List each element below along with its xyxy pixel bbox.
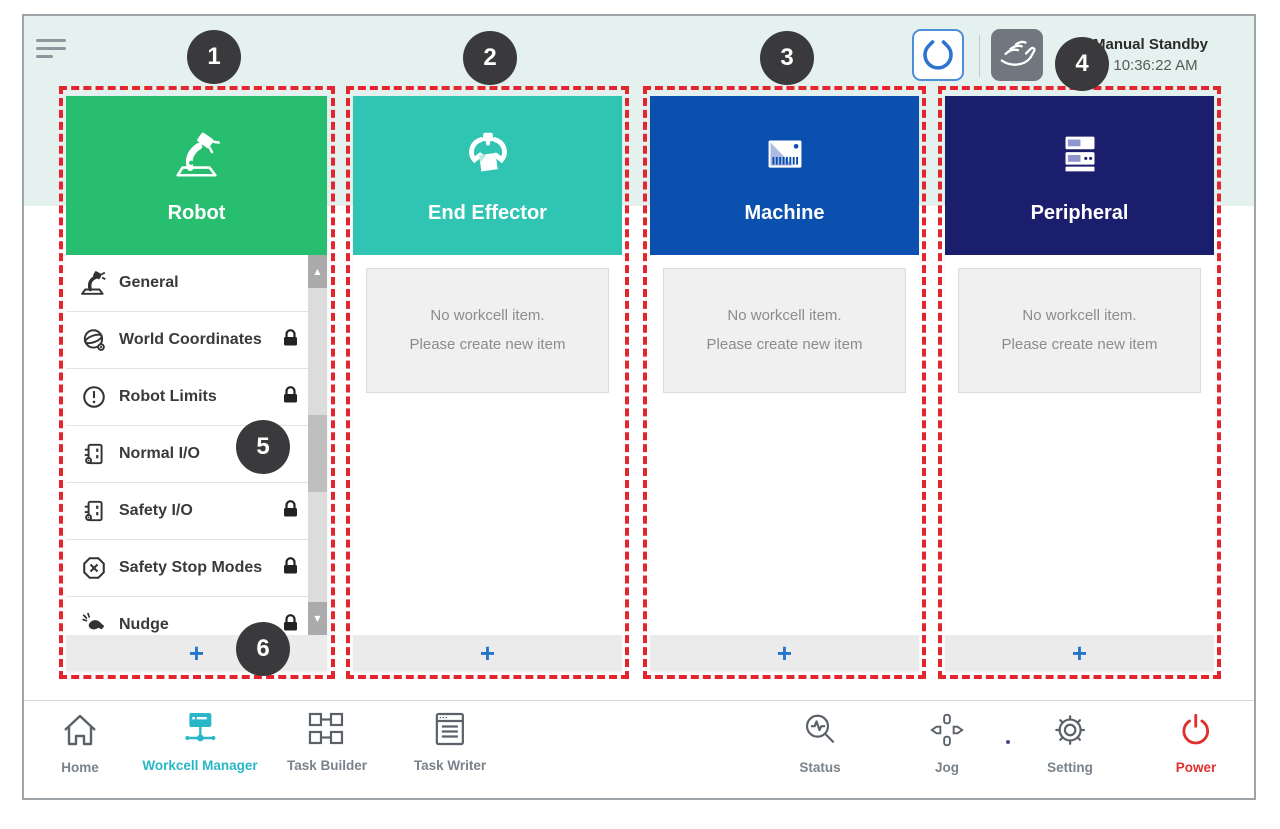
lock-icon <box>282 499 299 523</box>
gear-icon <box>1051 711 1089 754</box>
gripper-clamp-icon <box>918 33 958 78</box>
status-pulse-icon <box>801 711 839 754</box>
robot-column: Robot General <box>66 96 327 671</box>
scroll-up-button[interactable]: ▲ <box>308 255 327 288</box>
server-stack-icon <box>1051 126 1109 190</box>
lock-icon <box>282 328 299 352</box>
empty-state-box: No workcell item. Please create new item <box>958 268 1201 393</box>
list-item-label: General <box>119 274 179 291</box>
nav-setting[interactable]: Setting <box>1047 711 1093 775</box>
peripheral-column-header[interactable]: Peripheral <box>945 96 1214 255</box>
machine-column-header[interactable]: Machine <box>650 96 919 255</box>
end-effector-column-title: End Effector <box>428 202 547 224</box>
nav-small-dot <box>1006 740 1010 744</box>
nav-workcell-manager[interactable]: Workcell Manager <box>142 711 258 773</box>
scrollbar-thumb[interactable] <box>308 415 327 492</box>
list-item-label: Safety Stop Modes <box>119 559 263 576</box>
task-writer-icon <box>432 711 468 752</box>
annotation-circle-3: 3 <box>760 31 814 85</box>
stop-octagon-icon <box>78 555 110 581</box>
scrollbar: ▲ ▼ <box>308 255 327 635</box>
nav-label: Status <box>799 760 841 775</box>
nav-task-writer[interactable]: Task Writer <box>414 711 486 773</box>
lock-icon <box>282 556 299 580</box>
globe-icon <box>78 327 110 353</box>
list-item-nudge[interactable]: Nudge <box>66 597 308 635</box>
io-port-icon <box>78 498 110 524</box>
nav-status[interactable]: Status <box>799 711 841 775</box>
peripheral-add-item-button[interactable]: + <box>945 635 1214 671</box>
list-item-label: Normal I/O <box>119 445 200 462</box>
nudge-hand-icon <box>78 612 110 635</box>
annotation-circle-1: 1 <box>187 30 241 84</box>
gripper-box-icon <box>459 126 517 190</box>
io-port-icon <box>78 441 110 467</box>
empty-state-box: No workcell item. Please create new item <box>366 268 609 393</box>
hand-icon <box>996 34 1038 77</box>
workcell-manager-icon <box>178 711 222 752</box>
robot-mode-button[interactable] <box>912 29 964 81</box>
nav-label: Power <box>1175 760 1217 775</box>
machine-icon <box>756 126 814 190</box>
lock-icon <box>282 613 299 635</box>
machine-column-title: Machine <box>744 202 825 224</box>
list-item-safety-stop-modes[interactable]: Safety Stop Modes <box>66 540 308 597</box>
annotation-circle-4: 4 <box>1055 37 1109 91</box>
nav-jog[interactable]: Jog <box>928 711 966 775</box>
empty-state-box: No workcell item. Please create new item <box>663 268 906 393</box>
nav-label: Jog <box>934 760 959 775</box>
robot-column-title: Robot <box>167 202 226 224</box>
end-effector-column: End Effector No workcell item. Please cr… <box>353 96 622 671</box>
machine-column: Machine No workcell item. Please create … <box>650 96 919 671</box>
nav-label: Task Builder <box>286 758 368 773</box>
peripheral-column-title: Peripheral <box>1030 202 1129 224</box>
topbar-divider <box>979 35 980 77</box>
annotation-circle-5: 5 <box>236 420 290 474</box>
list-item-robot-limits[interactable]: Robot Limits <box>66 369 308 426</box>
machine-add-item-button[interactable]: + <box>650 635 919 671</box>
nav-divider <box>24 700 1254 701</box>
task-builder-icon <box>305 711 349 752</box>
hamburger-icon <box>36 39 66 42</box>
list-item-normal-io[interactable]: Normal I/O <box>66 426 308 483</box>
nav-label: Home <box>61 760 99 775</box>
end-effector-add-item-button[interactable]: + <box>353 635 622 671</box>
list-item-label: Safety I/O <box>119 502 193 519</box>
nav-label: Task Writer <box>413 758 487 773</box>
list-item-label: Nudge <box>119 616 169 633</box>
nav-task-builder[interactable]: Task Builder <box>287 711 367 773</box>
annotation-circle-2: 2 <box>463 31 517 85</box>
list-item-general[interactable]: General <box>66 255 308 312</box>
scroll-down-button[interactable]: ▼ <box>308 602 327 635</box>
peripheral-column: Peripheral No workcell item. Please crea… <box>945 96 1214 671</box>
home-icon <box>60 711 100 754</box>
limits-warning-icon <box>78 384 110 410</box>
robot-arm-small-icon <box>78 270 110 296</box>
list-item-label: Robot Limits <box>119 388 217 405</box>
end-effector-column-header[interactable]: End Effector <box>353 96 622 255</box>
lock-icon <box>282 385 299 409</box>
list-item-safety-io[interactable]: Safety I/O <box>66 483 308 540</box>
hamburger-menu-button[interactable] <box>36 39 70 65</box>
datetime-label: 2.22 10:36:22 AM <box>1080 57 1198 74</box>
list-item-label: World Coordinates <box>119 331 262 348</box>
annotation-circle-6: 6 <box>236 622 290 676</box>
list-item-world-coordinates[interactable]: World Coordinates <box>66 312 308 369</box>
robot-state-label: Manual Standby <box>1093 36 1209 53</box>
nav-home[interactable]: Home <box>60 711 100 775</box>
nav-label: Setting <box>1047 760 1093 775</box>
power-icon <box>1177 711 1215 754</box>
robot-arm-icon <box>168 126 226 190</box>
nav-power[interactable]: Power <box>1175 711 1217 775</box>
hand-guide-button[interactable] <box>991 29 1043 81</box>
jog-dpad-icon <box>928 711 966 754</box>
nav-label: Workcell Manager <box>142 758 258 773</box>
robot-column-header[interactable]: Robot <box>66 96 327 255</box>
